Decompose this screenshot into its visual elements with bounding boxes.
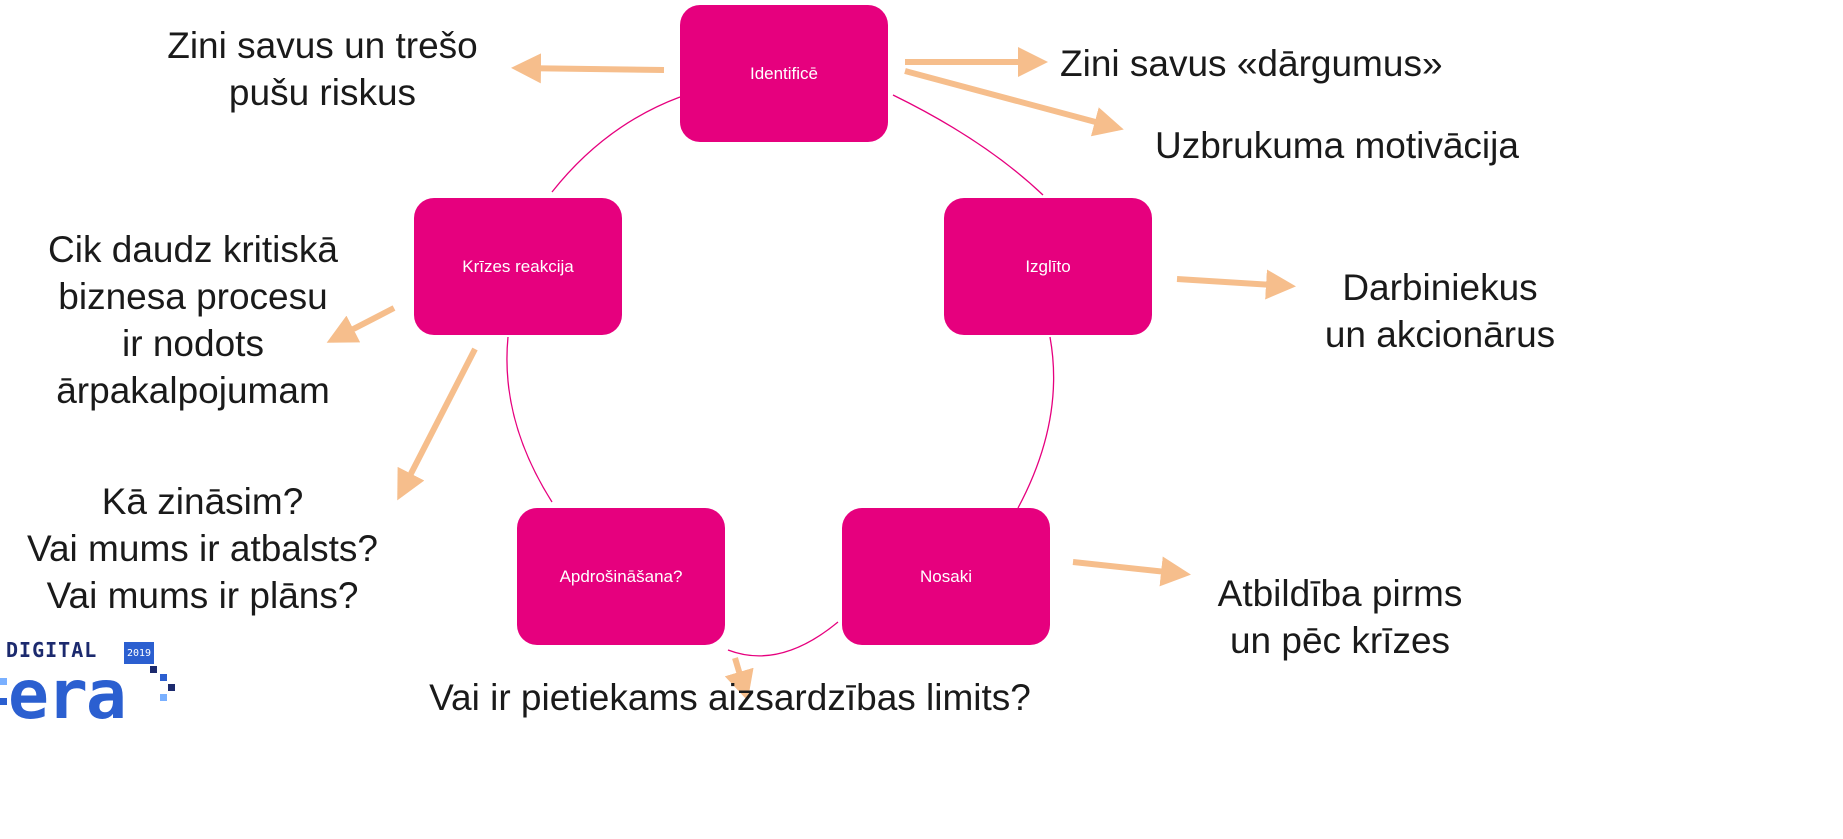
cycle-arc-insurance-crisis [506,336,553,503]
node-crisis: Krīzes reakcija [414,198,622,335]
logo-pixel [160,694,167,701]
logo-pixel [0,698,7,705]
note-motivation: Uzbrukuma motivācija [1155,125,1519,166]
node-define: Nosaki [842,508,1050,645]
arrow-to-outsourcing [326,305,396,343]
arrow-to-questions [397,347,478,501]
node-insurance: Apdrošināšana? [517,508,725,645]
digital-era-logo: DIGITAL 2019 era [0,638,182,839]
note-risks: Zini savus un trešo pušu riskus [167,25,478,113]
logo-pixel [150,666,157,673]
arrow-to-employees [1176,269,1296,300]
logo-top-text: DIGITAL [6,638,98,662]
logo-pixel [168,684,175,691]
logo-main-text: era [8,656,127,735]
note-questions: Kā zināsim? Vai mums ir atbalsts? Vai mu… [27,481,378,616]
cycle-arc-crisis-identify [551,96,681,193]
logo-pixel [160,674,167,681]
note-responsibility: Atbildība pirms un pēc krīzes [1217,573,1463,661]
arrow-to-motivation [904,68,1124,137]
logo-pixel [0,678,7,685]
note-outsourcing: Cik daudz kritiskā biznesa procesu ir no… [48,229,338,411]
note-limit: Vai ir pietiekams aizsardzības limits? [429,677,1031,718]
arrow-to-limit [724,657,754,701]
cycle-arc-identify-educate [892,94,1044,196]
cycle-arc-define-insurance [727,621,839,657]
logo-year: 2019 [124,642,154,664]
cycle-arc-educate-define [1017,336,1055,509]
arrow-to-responsibility [1072,556,1191,587]
node-educate: Izglīto [944,198,1152,335]
note-treasures: Zini savus «dārgumus» [1060,43,1443,84]
node-identify: Identificē [680,5,888,142]
note-employees: Darbiniekus un akcionārus [1324,267,1556,355]
arrow-to-risks [511,53,665,84]
